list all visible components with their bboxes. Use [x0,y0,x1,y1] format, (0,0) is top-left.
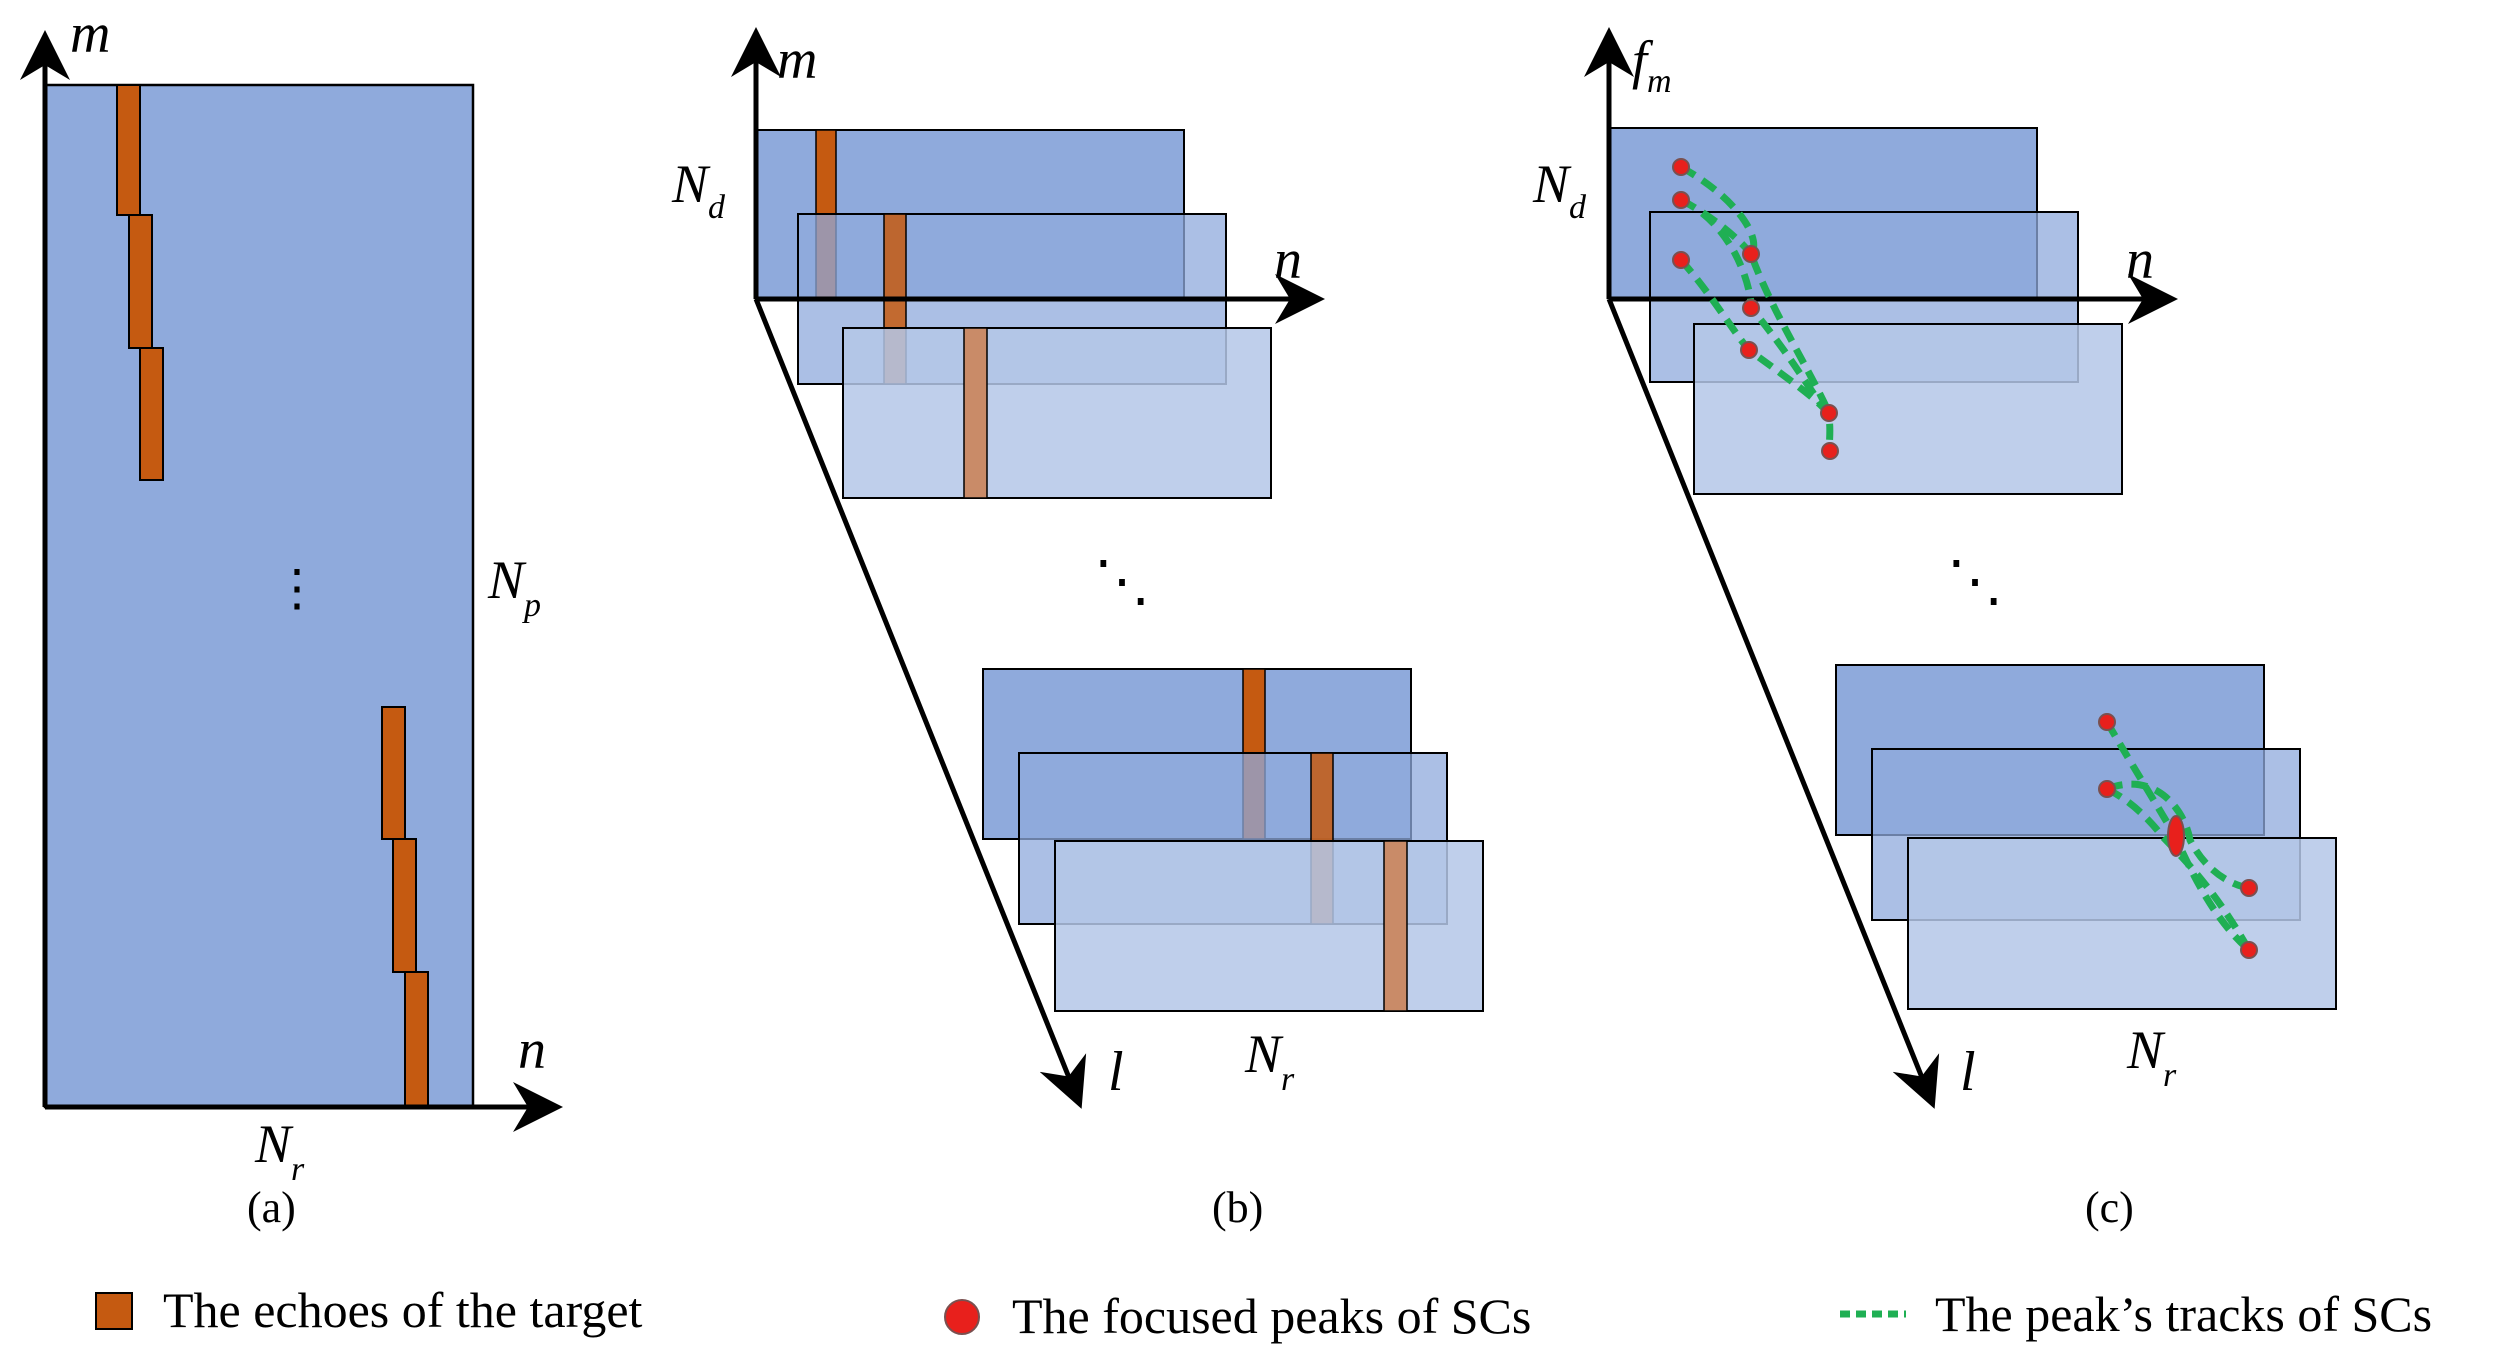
panel-c-depth-axis-label: l [1960,1041,1976,1103]
panel-c-bottom-stack [1835,664,2337,1010]
focused-peak [1820,404,1838,422]
echo-segment [139,347,164,481]
panel-c: fm n l Nd Nr ⋱ (c) [1532,27,2337,1232]
echo-segment [404,971,429,1108]
echo-segment [116,84,141,216]
focused-peak [1740,341,1758,359]
focused-peak [2098,780,2116,798]
panel-b-width-label: Nr [1244,1024,1295,1098]
peak-track [1679,163,1833,415]
panel-b-y-axis-label: m [777,29,817,91]
legend-echo-swatch [95,1292,133,1330]
focused-peak [1742,299,1760,317]
panel-a-x-axis-label: n [518,1019,546,1081]
panel-a: m n ⋮ Np Nr (a) [19,3,563,1232]
plane [1054,840,1484,1012]
focused-peak [1672,191,1690,209]
panel-c-ellipsis: ⋱ [1947,551,2003,613]
panel-a-echo-segments [116,84,429,1108]
focused-peak [2240,941,2258,959]
peak-track [1678,257,1834,453]
panel-c-y-axis-label: fm [1632,30,1672,100]
panel-a-y-axis-label: m [70,3,110,65]
panel-c-depth-label: Nd [1532,154,1587,226]
panel-c-caption: (c) [2085,1183,2134,1232]
panel-c-x-axis-label: n [2126,229,2154,291]
panel-c-top-stack [1608,127,2123,495]
plane [842,327,1272,499]
plane [1693,323,2123,495]
panel-c-depth-axis [1606,298,1940,1109]
panel-b-caption: (b) [1212,1183,1263,1232]
focused-peak [2167,815,2185,857]
panel-b-depth-axis-label: l [1108,1041,1124,1103]
panel-b-x-axis-label: n [1274,229,1302,291]
echo-segment [392,838,417,973]
panel-b-depth-label: Nd [671,154,726,226]
panel-b-top-stack [755,129,1272,499]
echo-segment [128,214,153,349]
panel-b-ellipsis: ⋱ [1094,551,1150,613]
panel-c-width-label: Nr [2126,1020,2177,1094]
focused-peak [1821,442,1839,460]
panel-a-caption: (a) [247,1183,296,1232]
echo-segment [381,706,406,840]
focused-peak [2240,879,2258,897]
panel-c-top-peaks [1672,158,1839,460]
echo-column [1383,840,1408,1012]
panel-a-ellipsis: ⋮ [272,560,322,616]
legend-peak-swatch [944,1299,980,1335]
panel-b-bottom-stack [982,668,1484,1012]
focused-peak [1672,251,1690,269]
legend-track-label: The peak’s tracks of SCs [1935,1286,2432,1342]
legend-echo-label: The echoes of the target [163,1282,643,1338]
panel-b: m n l Nd Nr ⋱ (b) [671,27,1484,1232]
focused-peak [2098,713,2116,731]
focused-peak [1742,245,1760,263]
legend-peak-label: The focused peaks of SCs [1012,1288,1531,1344]
panel-c-bottom-peaks [2098,713,2258,959]
legend: The echoes of the target The focused pea… [95,1282,2432,1344]
panel-a-width-label: Nr [254,1114,305,1188]
peak-track [2105,780,2250,892]
echo-column [963,327,988,499]
plane [1907,837,2337,1010]
panel-a-height-label: Np [487,550,541,624]
focused-peak [1672,158,1690,176]
panel-b-depth-axis [753,298,1087,1109]
